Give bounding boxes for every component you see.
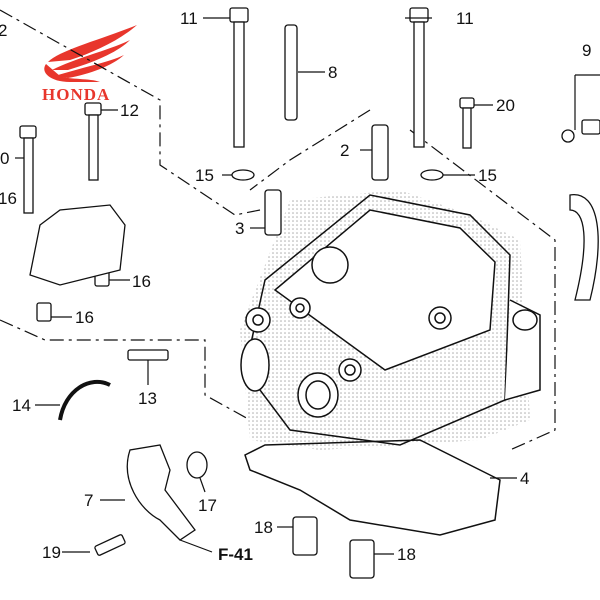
callout-16: 16 [132, 272, 151, 291]
gasket [244, 439, 501, 536]
callout-7: 7 [84, 491, 94, 510]
callout-9: 9 [582, 41, 592, 60]
honda-wing-logo [44, 25, 137, 82]
callout-15: 15 [478, 166, 497, 185]
callout-18: 18 [397, 545, 416, 564]
honda-logo-text: HONDA [42, 85, 111, 104]
callout-2: 2 [0, 21, 8, 40]
callout-4: 4 [520, 469, 530, 488]
callout-16: 16 [75, 308, 94, 327]
callout-13: 13 [138, 389, 157, 408]
leader-lines [15, 17, 600, 555]
callout-2: 2 [340, 141, 350, 160]
callout-11: 11 [456, 9, 474, 28]
bolts [19, 7, 600, 579]
callout-3: 3 [235, 219, 245, 238]
callout-19: 19 [42, 543, 61, 562]
callout-8: 8 [328, 63, 338, 82]
callout-18: 18 [254, 518, 273, 537]
callout-17: 17 [198, 496, 217, 515]
callout-10: 0 [0, 149, 10, 168]
callout-12: 12 [120, 101, 139, 120]
callout-20: 20 [496, 96, 515, 115]
callout-16: 16 [0, 189, 17, 208]
callout-14: 14 [12, 396, 31, 415]
reference-f41[interactable]: F-41 [218, 545, 253, 564]
assembly-dash-lines [0, 9, 556, 451]
callout-11: 11 [180, 9, 198, 28]
cylinder-head [240, 194, 541, 446]
callout-15: 15 [195, 166, 214, 185]
